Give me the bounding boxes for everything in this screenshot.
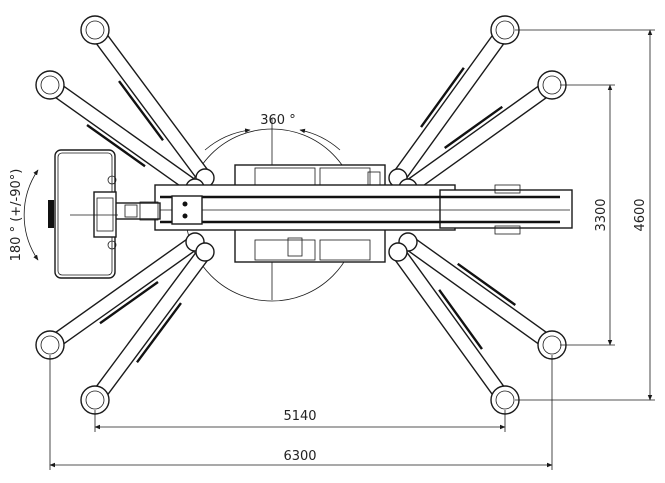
basket-rotation-label: 180 ° (+/-90°) — [9, 169, 24, 262]
basket-rotation-arrow — [23, 169, 39, 261]
outrigger-pad-inner-bottom-left-outer — [85, 390, 105, 410]
outrigger-pad-top-left-inner — [35, 70, 65, 100]
outrigger-pad-inner-top-right-outer — [495, 20, 515, 40]
outrigger-pivot-bottom-right-outer — [388, 242, 408, 262]
outrigger-pad-inner-bottom-right-outer — [495, 390, 515, 410]
outrigger-cylinder-top-right-outer — [420, 67, 465, 128]
outer-depth-label: 4600 — [633, 198, 648, 231]
outrigger-pad-top-left-outer — [80, 15, 110, 45]
turret-rotation-label: 360 ° — [260, 113, 295, 128]
outrigger-cylinder-bottom-left-outer — [136, 302, 182, 363]
outrigger-pad-top-right-outer — [490, 15, 520, 45]
outrigger-pad-bottom-right-outer — [490, 385, 520, 415]
outrigger-cylinder-bottom-right-inner — [457, 262, 517, 306]
dimension-inner-depth: 3300 — [560, 84, 615, 346]
turret-rotation-arrow-left — [204, 128, 251, 151]
dimension-outer-width: 6300 — [49, 355, 553, 470]
outrigger-pad-inner-top-left-outer — [85, 20, 105, 40]
outer-width-label: 6300 — [283, 449, 316, 464]
outrigger-cylinder-top-left-outer — [118, 80, 164, 141]
dimension-inner-width: 5140 — [94, 409, 506, 432]
jib — [114, 201, 161, 221]
inner-depth-label: 3300 — [594, 198, 609, 231]
boom — [154, 184, 573, 235]
inner-width-label: 5140 — [283, 409, 316, 424]
turret-rotation-arrow-right — [299, 128, 341, 151]
outrigger-cylinder-bottom-left-inner — [99, 281, 159, 325]
outrigger-pad-inner-top-left-inner — [40, 75, 60, 95]
outrigger-cylinder-bottom-right-outer — [438, 289, 483, 350]
basket — [48, 149, 118, 279]
dimension-outer-depth: 4600 — [515, 29, 655, 401]
outrigger-cylinder-top-left-inner — [86, 124, 146, 168]
outrigger-pad-inner-bottom-left-inner — [40, 335, 60, 355]
outrigger-pad-bottom-left-outer — [80, 385, 110, 415]
outriggers — [35, 15, 567, 415]
outrigger-cylinder-top-right-inner — [443, 105, 503, 149]
outrigger-pivot-bottom-left-outer — [195, 242, 215, 262]
outrigger-pad-bottom-left-inner — [35, 330, 65, 360]
